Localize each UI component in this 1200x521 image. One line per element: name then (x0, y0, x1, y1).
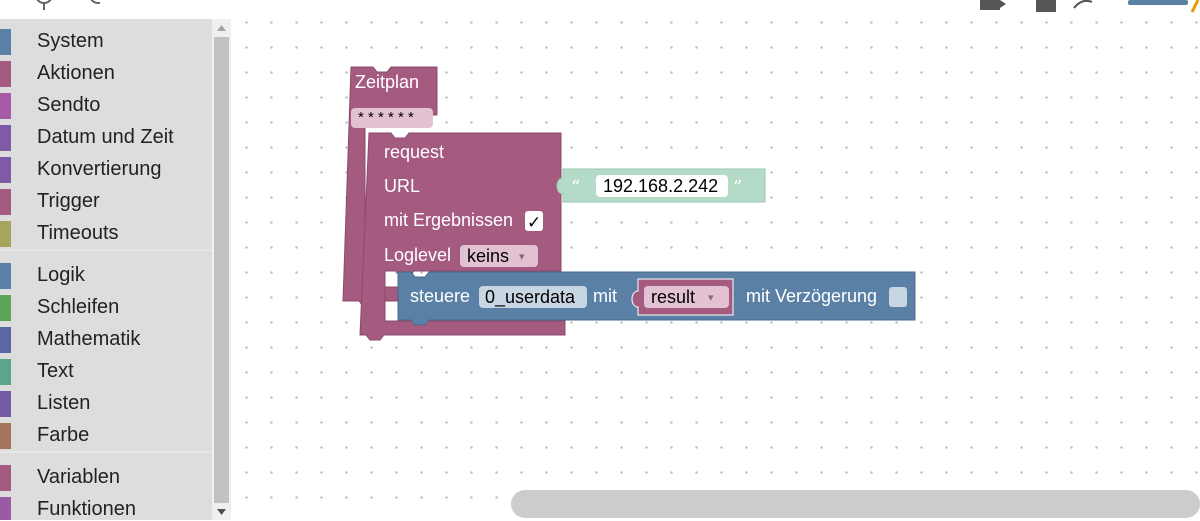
toolbox-category[interactable]: Logik (0, 259, 212, 291)
top-toolbar (0, 0, 1200, 20)
url-label: URL (384, 176, 420, 196)
toolbox-category[interactable]: Aktionen (0, 57, 212, 89)
toolbox-category-label: Variablen (37, 466, 121, 488)
category-color-swatch (0, 61, 11, 87)
category-color-swatch (0, 391, 11, 417)
toolbox-category[interactable]: Funktionen (0, 493, 212, 520)
toolbox-category[interactable]: Trigger (0, 185, 212, 217)
toolbox-separator (0, 451, 212, 453)
toolbox-separator (0, 249, 212, 251)
loglevel-label: Loglevel (384, 245, 451, 265)
toolbox-category-label: Funktionen (37, 498, 136, 520)
loglevel-value: keins (467, 246, 509, 266)
category-color-swatch (0, 93, 11, 119)
url-text-block[interactable]: “ 192.168.2.242 ” (556, 168, 766, 203)
toolbox-category-label: Aktionen (37, 62, 115, 84)
toolbox-category[interactable]: Timeouts (0, 217, 212, 249)
results-checkbox[interactable] (525, 211, 543, 231)
toolbox-category-label: Timeouts (37, 222, 119, 244)
loglevel-dropdown[interactable] (460, 245, 538, 267)
control-block[interactable]: steuere 0_userdata mit result ▾ mit Verz… (397, 271, 916, 326)
toolbox-category[interactable]: Farbe (0, 419, 212, 451)
blockly-workspace[interactable]: Zeitplan * * * * * * request URL mit Erg… (231, 19, 1200, 520)
toolbox-category-label: Schleifen (37, 296, 120, 318)
delay-checkbox[interactable] (889, 287, 907, 307)
toolbox-category[interactable]: Schleifen (0, 291, 212, 323)
cron-field[interactable] (351, 108, 433, 128)
toolbox-category[interactable]: Listen (0, 387, 212, 419)
url-input[interactable] (596, 175, 728, 197)
category-color-swatch (0, 29, 11, 55)
toolbox-category[interactable]: Text (0, 355, 212, 387)
undo-redo-icons[interactable] (30, 0, 100, 12)
workspace-horizontal-scrollbar[interactable] (511, 490, 1200, 518)
cron-text: * * * * * * (358, 109, 414, 126)
category-color-swatch (0, 327, 11, 353)
object-id-field[interactable] (479, 286, 587, 308)
close-quote-icon: ” (733, 177, 742, 198)
category-color-swatch (0, 295, 11, 321)
toolbox-category-label: Datum und Zeit (37, 126, 174, 148)
results-label: mit Ergebnissen (384, 210, 513, 230)
delay-label: mit Verzögerung (746, 286, 877, 306)
toolbox-category-label: Sendto (37, 94, 101, 116)
control-label: steuere (410, 286, 470, 306)
toolbox-category-label: System (37, 30, 104, 52)
scroll-up-icon[interactable] (212, 19, 231, 37)
block-canvas: Zeitplan * * * * * * request URL mit Erg… (342, 66, 916, 341)
toolbar-action-icons[interactable] (978, 0, 1200, 14)
results-check-icon: ✓ (527, 213, 541, 233)
url-value: 192.168.2.242 (603, 176, 718, 196)
toolbox-category-label: Trigger (37, 190, 100, 212)
category-color-swatch (0, 125, 11, 151)
toolbox-category-label: Mathematik (37, 328, 141, 350)
object-id-value: 0_userdata (485, 287, 576, 308)
category-color-swatch (0, 359, 11, 385)
toolbox-scroll-thumb[interactable] (214, 37, 229, 503)
category-color-swatch (0, 423, 11, 449)
category-color-swatch (0, 189, 11, 215)
toolbox-category[interactable]: Mathematik (0, 323, 212, 355)
category-color-swatch (0, 465, 11, 491)
loglevel-chevron-down-icon: ▾ (519, 250, 525, 263)
toolbox-category-label: Konvertierung (37, 158, 162, 180)
toolbox-category[interactable]: Variablen (0, 461, 212, 493)
scroll-down-icon[interactable] (212, 503, 231, 521)
toolbox-category-label: Logik (37, 264, 85, 286)
toolbox-category[interactable]: Datum und Zeit (0, 121, 212, 153)
toolbox-category[interactable]: Konvertierung (0, 153, 212, 185)
request-block[interactable]: request URL mit Ergebnissen ✓ Loglevel k… (359, 132, 566, 341)
toolbox-category[interactable]: System (0, 25, 212, 57)
schedule-title: Zeitplan (355, 72, 419, 92)
category-color-swatch (0, 497, 11, 520)
toolbox-category-label: Farbe (37, 424, 90, 446)
variable-value: result (651, 287, 695, 307)
category-color-swatch (0, 263, 11, 289)
variable-chevron-down-icon: ▾ (708, 291, 714, 304)
variable-dropdown[interactable] (644, 286, 729, 308)
toolbox-category[interactable]: Sendto (0, 89, 212, 121)
category-color-swatch (0, 157, 11, 183)
toolbox-category-label: Text (37, 360, 74, 382)
schedule-block[interactable]: Zeitplan * * * * * * (342, 66, 438, 307)
category-color-swatch (0, 221, 11, 247)
toolbox-category-label: Listen (37, 392, 91, 414)
with-label: mit (593, 286, 617, 306)
toolbox-scrollbar[interactable] (212, 19, 231, 520)
open-quote-icon: “ (571, 177, 580, 198)
request-title: request (384, 142, 444, 162)
